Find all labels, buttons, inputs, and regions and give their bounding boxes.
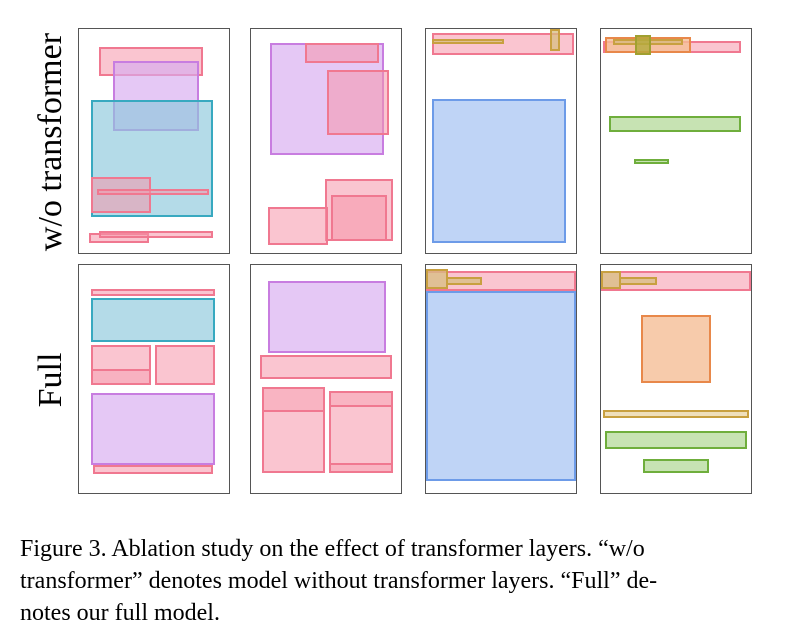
layout-box bbox=[97, 189, 209, 195]
layout-box bbox=[329, 391, 393, 473]
layout-box bbox=[268, 281, 386, 353]
layout-box bbox=[262, 387, 325, 412]
layout-box bbox=[268, 207, 328, 245]
layout-panel-r1-c4 bbox=[600, 28, 752, 254]
layout-box bbox=[155, 345, 215, 385]
layout-box bbox=[601, 271, 621, 289]
layout-panel-r2-c1 bbox=[78, 264, 230, 494]
layout-box bbox=[329, 463, 393, 473]
layout-box bbox=[305, 43, 379, 63]
layout-box bbox=[329, 391, 393, 407]
layout-box bbox=[641, 315, 711, 383]
figure-caption: Figure 3. Ablation study on the effect o… bbox=[20, 533, 772, 629]
layout-box bbox=[99, 231, 213, 238]
layout-box bbox=[260, 355, 392, 379]
layout-box bbox=[426, 269, 448, 289]
layout-panel-r2-c2 bbox=[250, 264, 402, 494]
caption-line-3: notes our full model. bbox=[20, 600, 220, 626]
layout-box bbox=[550, 29, 560, 51]
layout-box bbox=[643, 459, 709, 473]
layout-box bbox=[603, 410, 749, 418]
layout-box bbox=[432, 99, 566, 243]
layout-panel-r1-c3 bbox=[425, 28, 577, 254]
layout-box bbox=[609, 116, 741, 132]
layout-box bbox=[432, 39, 504, 44]
layout-panel-r2-c3 bbox=[425, 264, 577, 494]
layout-box bbox=[91, 393, 215, 465]
layout-box bbox=[635, 35, 651, 55]
layout-box bbox=[327, 70, 389, 135]
row-label-wo-transformer: w/o transformer bbox=[32, 32, 69, 252]
layout-panel-r1-c1 bbox=[78, 28, 230, 254]
layout-box bbox=[91, 289, 215, 296]
layout-box bbox=[91, 298, 215, 342]
caption-line-1: Figure 3. Ablation study on the effect o… bbox=[20, 536, 645, 562]
layout-box bbox=[634, 159, 669, 164]
layout-box bbox=[331, 195, 387, 241]
layout-box bbox=[605, 431, 747, 449]
layout-box bbox=[426, 291, 576, 481]
caption-line-2: transformer” denotes model without trans… bbox=[20, 568, 658, 594]
layout-box bbox=[619, 277, 657, 285]
layout-box bbox=[91, 177, 151, 213]
row-label-full: Full bbox=[32, 352, 69, 408]
layout-box bbox=[446, 277, 482, 285]
layout-box bbox=[91, 369, 151, 385]
layout-box bbox=[432, 33, 574, 55]
layout-panel-r1-c2 bbox=[250, 28, 402, 254]
layout-panel-r2-c4 bbox=[600, 264, 752, 494]
layout-box bbox=[91, 100, 213, 217]
layout-box bbox=[93, 465, 213, 474]
layout-box bbox=[262, 387, 325, 473]
